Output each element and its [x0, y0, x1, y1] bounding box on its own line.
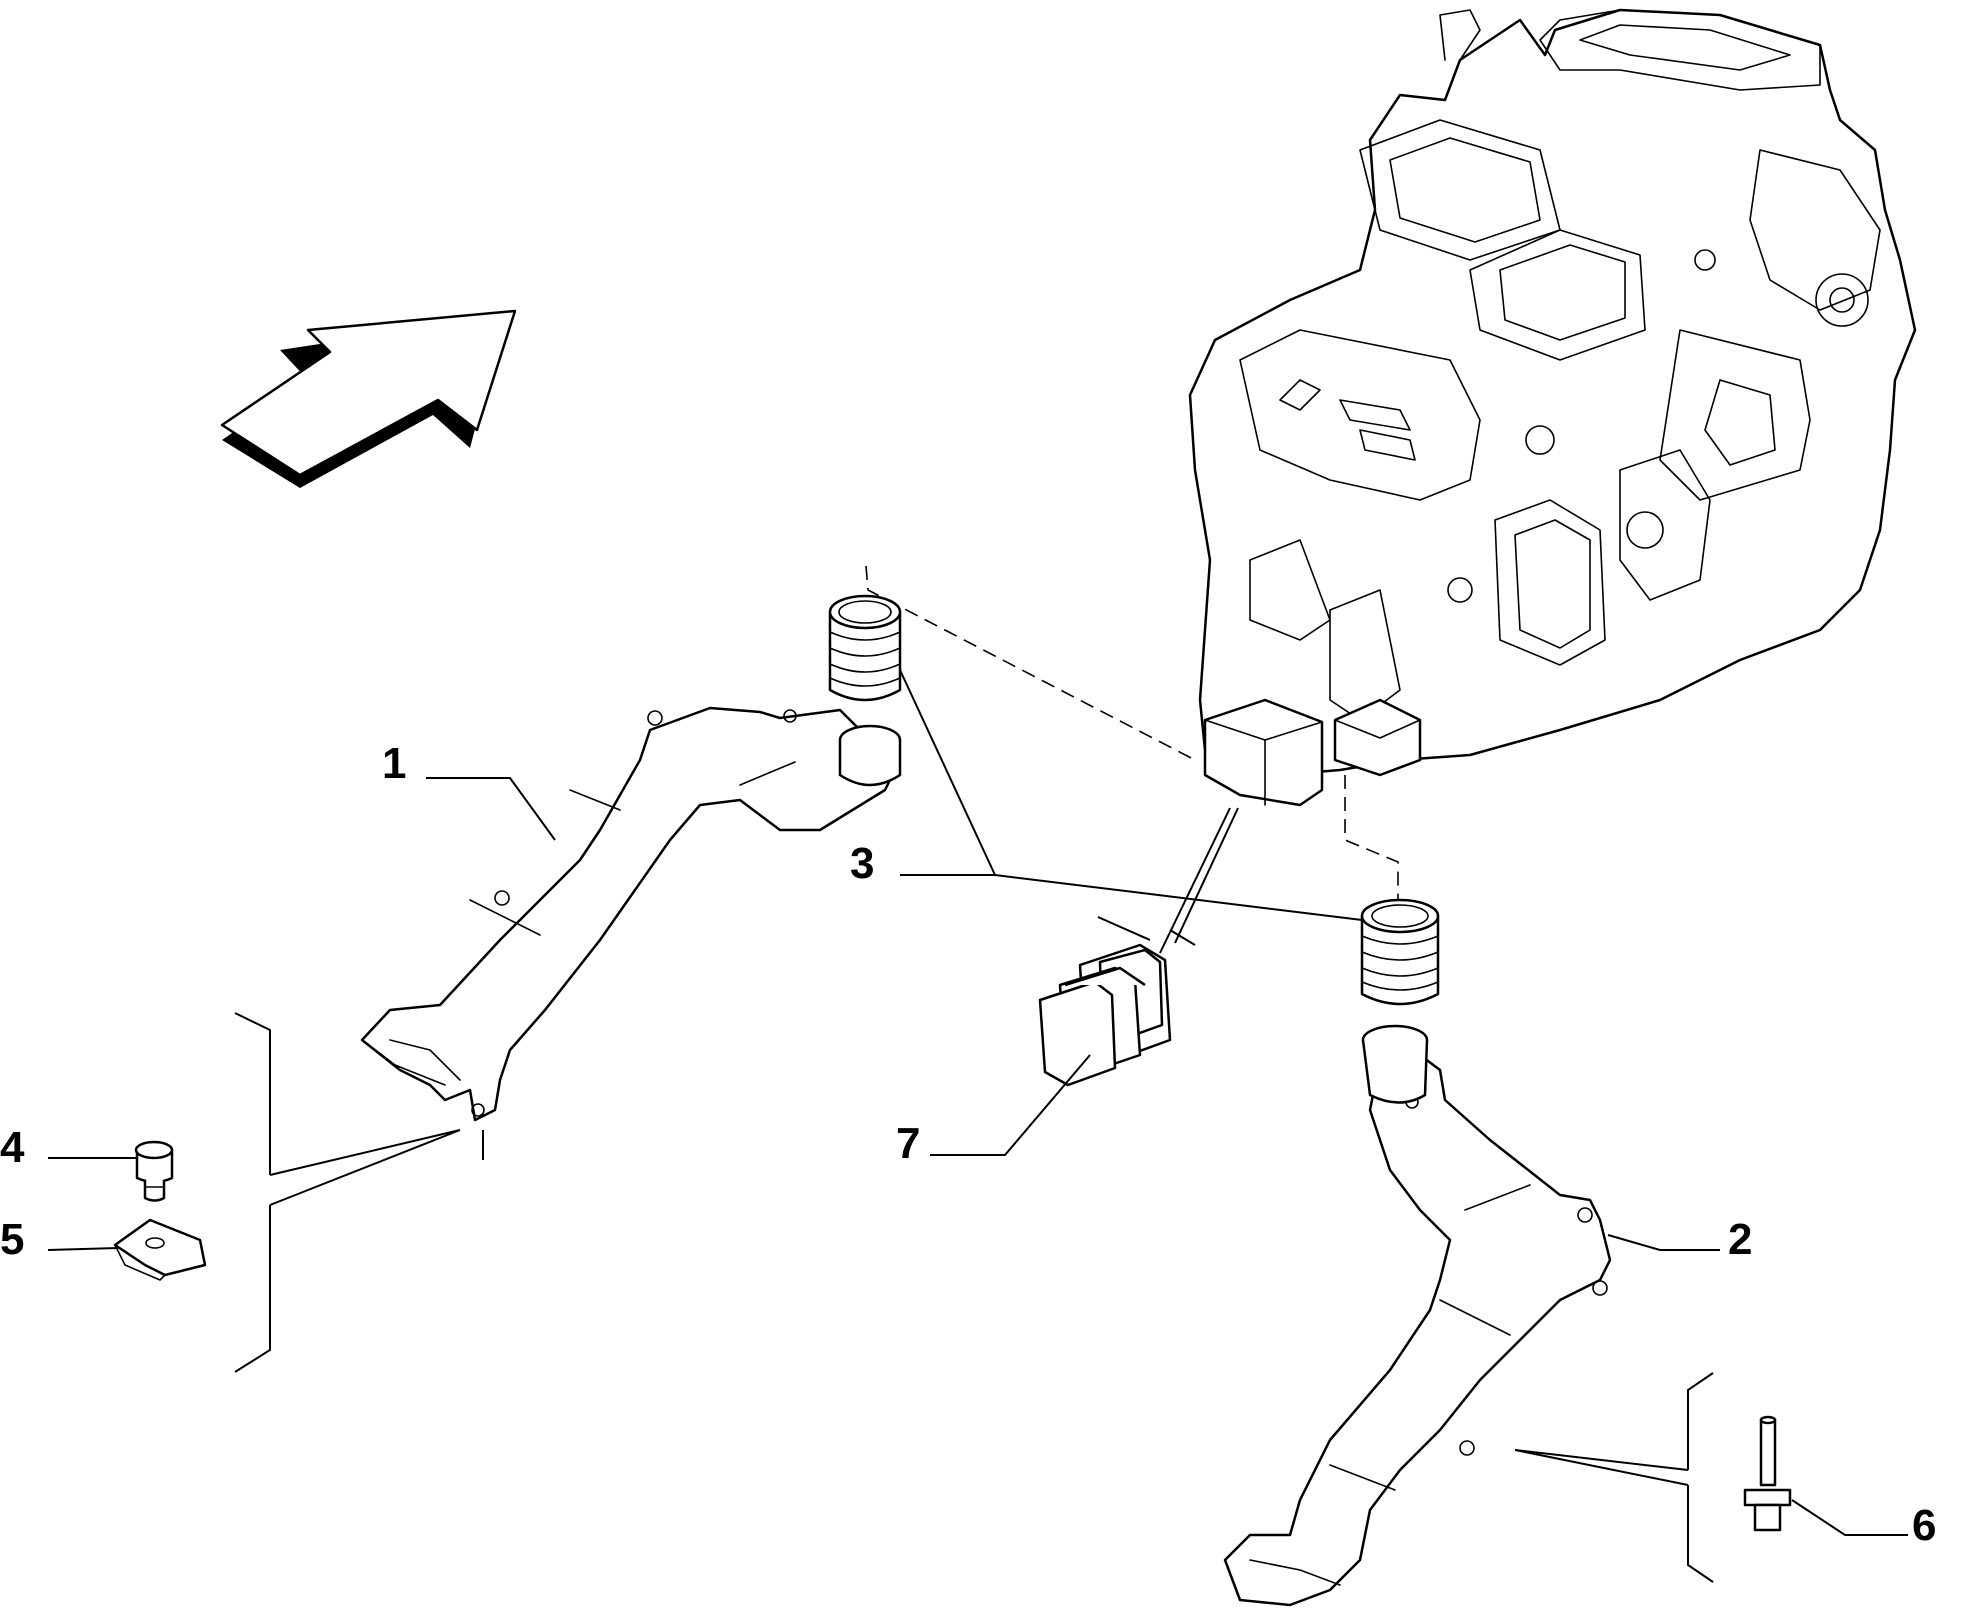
- callout-6: 6: [1912, 1501, 1936, 1550]
- air-duct-left: [360, 706, 902, 1122]
- air-duct-right: [1223, 1024, 1612, 1607]
- leader-lines: [47, 669, 1908, 1583]
- callout-5: 5: [0, 1215, 24, 1264]
- direction-arrow-icon: [220, 309, 517, 488]
- callout-labels: 1 2 3 4 5 6 7: [0, 739, 1936, 1550]
- bolt: [134, 1140, 174, 1202]
- screw: [1743, 1415, 1792, 1532]
- foam-seal-pad: [1038, 943, 1172, 1087]
- callout-7: 7: [896, 1119, 920, 1168]
- bellows-seal-upper: [828, 594, 902, 702]
- callout-3: 3: [850, 839, 874, 888]
- callout-1: 1: [382, 739, 406, 788]
- callout-4: 4: [0, 1123, 25, 1172]
- hvac-housing: [1188, 8, 1917, 807]
- assembly-lines: [865, 565, 1399, 900]
- clip-nut: [113, 1218, 207, 1281]
- callout-2: 2: [1728, 1215, 1752, 1264]
- bellows-seal-lower: [1360, 898, 1440, 1006]
